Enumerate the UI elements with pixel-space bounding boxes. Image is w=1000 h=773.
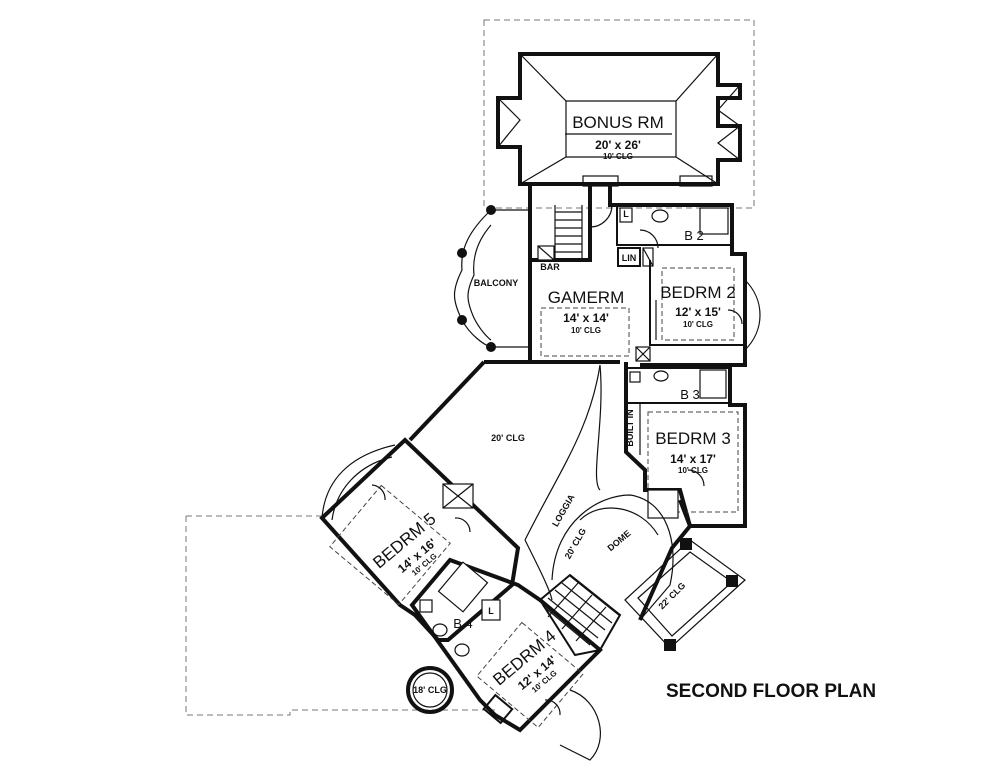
bonus-room-size: 20' x 26' — [595, 138, 641, 152]
bedrm3-size: 14' x 17' — [670, 452, 716, 466]
bedrm5-wing — [319, 437, 521, 642]
bonus-room — [496, 52, 742, 187]
gamerm-size: 14' x 14' — [563, 311, 609, 325]
turret-clg: 18' CLG — [413, 685, 447, 695]
bedrm2-size: 12' x 15' — [675, 305, 721, 319]
bedrm4-wing — [409, 557, 603, 761]
bath2-label: B 2 — [684, 228, 704, 243]
linen-label: LIN — [622, 253, 637, 263]
turret-18clg — [406, 666, 454, 714]
b4-closet-l-label: L — [488, 606, 494, 616]
bedrm3-clg: 10' CLG — [678, 466, 708, 475]
gamerm-label: GAMERM 14' x 14' 10' CLG — [548, 288, 625, 335]
bedrm3-label: BEDRM 3 14' x 17' 10' CLG — [655, 429, 731, 475]
open-to-below-clg: 20' CLG — [491, 433, 525, 443]
terrace-22clg — [624, 499, 746, 651]
plan-title: SECOND FLOOR PLAN — [666, 681, 876, 702]
dome-label: DOME — [606, 528, 633, 553]
bedrm3-name: BEDRM 3 — [655, 429, 731, 448]
bath3-label: B 3 — [680, 387, 700, 402]
bedrm5-label: BEDRM 5 14' x 16' 10' CLG — [369, 509, 439, 577]
bedrm2-name: BEDRM 2 — [660, 283, 736, 302]
bar-label: BAR — [540, 262, 560, 272]
bonus-room-clg: 10' CLG — [603, 152, 633, 161]
upper-block-walls — [484, 182, 761, 367]
gamerm-clg: 10' CLG — [571, 326, 601, 335]
balcony — [453, 205, 530, 352]
built-in-label: BUILT IN — [625, 409, 635, 446]
roof-outline — [185, 19, 755, 716]
linen-closet-l-label: L — [623, 209, 629, 219]
stair-upper — [554, 205, 583, 258]
bonus-room-label: BONUS RM 20' x 26' 10' CLG — [565, 113, 672, 161]
bonus-room-name: BONUS RM — [572, 113, 664, 132]
bedrm4-label: BEDRM 4 12' x 14' 10' CLG — [489, 626, 559, 694]
balcony-label: BALCONY — [474, 278, 519, 288]
loggia-walls — [408, 360, 602, 601]
gamerm-name: GAMERM — [548, 288, 625, 307]
bedrm2-label: BEDRM 2 12' x 15' 10' CLG — [660, 283, 736, 329]
bedrm2-clg: 10' CLG — [683, 320, 713, 329]
bath4-label: B 4 — [453, 616, 473, 631]
dome-stair — [538, 494, 674, 657]
